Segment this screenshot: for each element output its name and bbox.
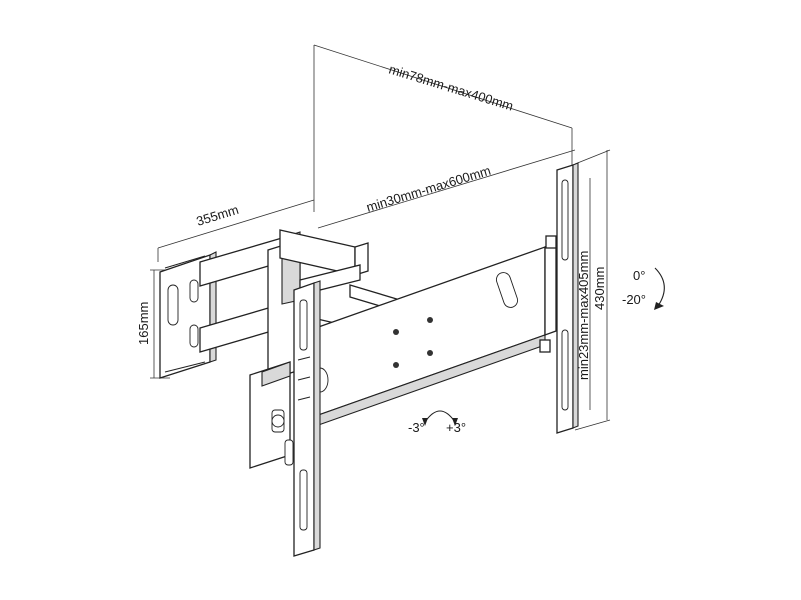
level-plus-label: +3° bbox=[446, 420, 466, 435]
tv-range-label: min23mm-max405mm bbox=[576, 251, 591, 380]
tilt-arrow bbox=[654, 267, 665, 310]
swivel-bracket bbox=[249, 361, 294, 469]
level-minus-label: -3° bbox=[408, 420, 425, 435]
tv-plate-left bbox=[293, 280, 321, 557]
tv-plate-right bbox=[539, 162, 579, 434]
tilt-down-label: -20° bbox=[622, 292, 646, 307]
depth-range-label: min78mm-max400mm bbox=[387, 62, 515, 114]
level-arrow bbox=[422, 410, 458, 426]
tv-height-label: 430mm bbox=[592, 267, 607, 310]
tilt-up-label: 0° bbox=[633, 268, 645, 283]
dimension-lines bbox=[150, 44, 611, 431]
wall-height-label: 165mm bbox=[136, 302, 151, 345]
arm-range-label: min30mm-max600mm bbox=[364, 163, 492, 215]
